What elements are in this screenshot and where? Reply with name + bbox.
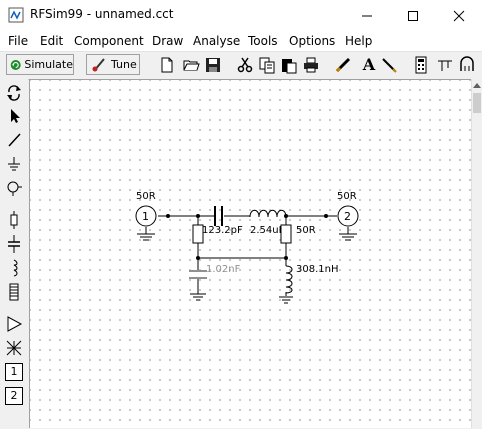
amplifier-icon[interactable] <box>5 315 23 333</box>
menu-options[interactable]: Options <box>289 34 336 48</box>
menu-edit[interactable]: Edit <box>40 34 64 48</box>
maximize-icon <box>408 10 418 21</box>
schematic-wires <box>145 214 349 296</box>
pen-icon[interactable] <box>380 56 398 74</box>
shunt-capacitor[interactable] <box>188 268 210 302</box>
port-1-icon[interactable]: 1 <box>5 363 23 381</box>
tune-icon <box>92 57 105 72</box>
series-inductor[interactable] <box>248 208 288 220</box>
wire-icon[interactable] <box>5 131 23 149</box>
port-2-number: 2 <box>344 210 351 223</box>
paste-icon[interactable] <box>280 56 298 74</box>
app-icon <box>8 7 24 23</box>
port-2-impedance: 50R <box>337 191 357 202</box>
series-capacitor[interactable] <box>210 204 228 228</box>
refresh-icon <box>10 59 21 70</box>
shunt-inductor-value: 308.1nH <box>296 264 339 275</box>
port-2-icon[interactable]: 2 <box>5 387 23 405</box>
schematic-canvas[interactable]: 1 50R 2 50R 123.2pF 2.54uH 50R 1.02nF 30… <box>29 79 471 428</box>
scroll-up-icon[interactable] <box>472 81 482 91</box>
rotate-icon[interactable] <box>5 83 23 101</box>
transmission-line-icon[interactable] <box>436 56 454 74</box>
simulate-button[interactable]: Simulate <box>6 54 74 75</box>
close-icon <box>453 10 465 21</box>
vertical-scrollbar[interactable] <box>471 79 482 428</box>
capacitor-icon[interactable] <box>5 235 23 253</box>
menu-help[interactable]: Help <box>345 34 373 48</box>
close-button[interactable] <box>436 0 482 31</box>
scroll-thumb[interactable] <box>473 93 481 113</box>
port-1-impedance: 50R <box>136 191 156 202</box>
window-title: RFSim99 - unnamed.cct <box>30 7 174 21</box>
series-resistor-value: 50R <box>296 225 316 236</box>
text-icon[interactable]: A <box>362 55 376 74</box>
shunt-resistor-left[interactable] <box>192 224 206 244</box>
calculator-icon[interactable] <box>412 56 430 74</box>
minimize-icon <box>362 15 372 16</box>
save-icon[interactable] <box>204 56 222 74</box>
transmission-line-icon[interactable] <box>5 283 23 301</box>
open-icon[interactable] <box>182 56 200 74</box>
menu-analyse[interactable]: Analyse <box>193 34 241 48</box>
shunt-capacitor-value: 1.02nF <box>206 264 241 275</box>
ground-icon[interactable] <box>5 155 23 173</box>
copy-icon[interactable] <box>258 56 276 74</box>
shunt-inductor[interactable] <box>278 264 300 306</box>
simulate-label: Simulate <box>24 58 73 71</box>
tune-label: Tune <box>111 58 137 71</box>
menu-tools[interactable]: Tools <box>248 34 278 48</box>
port-1-symbol[interactable] <box>133 204 159 244</box>
maximize-button[interactable] <box>390 0 436 31</box>
tune-button[interactable]: Tune <box>86 54 140 75</box>
select-arrow-icon[interactable] <box>5 107 23 125</box>
probe-source-icon[interactable] <box>5 179 23 197</box>
transformer-icon[interactable] <box>5 339 23 357</box>
inductor-design-icon[interactable] <box>458 56 476 74</box>
port-1-number: 1 <box>142 210 149 223</box>
shunt-resistor-right[interactable] <box>280 224 294 244</box>
print-icon[interactable] <box>302 56 320 74</box>
toolbar: Simulate Tune A <box>0 51 482 80</box>
port-2-symbol[interactable] <box>335 204 361 244</box>
menu-file[interactable]: File <box>8 34 29 48</box>
title-bar: RFSim99 - unnamed.cct <box>0 0 482 31</box>
inductor-icon[interactable] <box>5 259 23 277</box>
cut-icon[interactable] <box>236 56 254 74</box>
minimize-button[interactable] <box>344 0 390 31</box>
menu-bar: File Edit Component Draw Analyse Tools O… <box>0 31 482 51</box>
resistor-icon[interactable] <box>5 211 23 229</box>
component-palette: 1 2 <box>0 79 28 428</box>
new-icon[interactable] <box>158 56 176 74</box>
series-capacitor-value: 123.2pF <box>202 225 243 236</box>
menu-draw[interactable]: Draw <box>152 34 184 48</box>
probe-icon[interactable] <box>334 56 352 74</box>
series-inductor-value: 2.54uH <box>250 225 287 236</box>
menu-component[interactable]: Component <box>74 34 144 48</box>
